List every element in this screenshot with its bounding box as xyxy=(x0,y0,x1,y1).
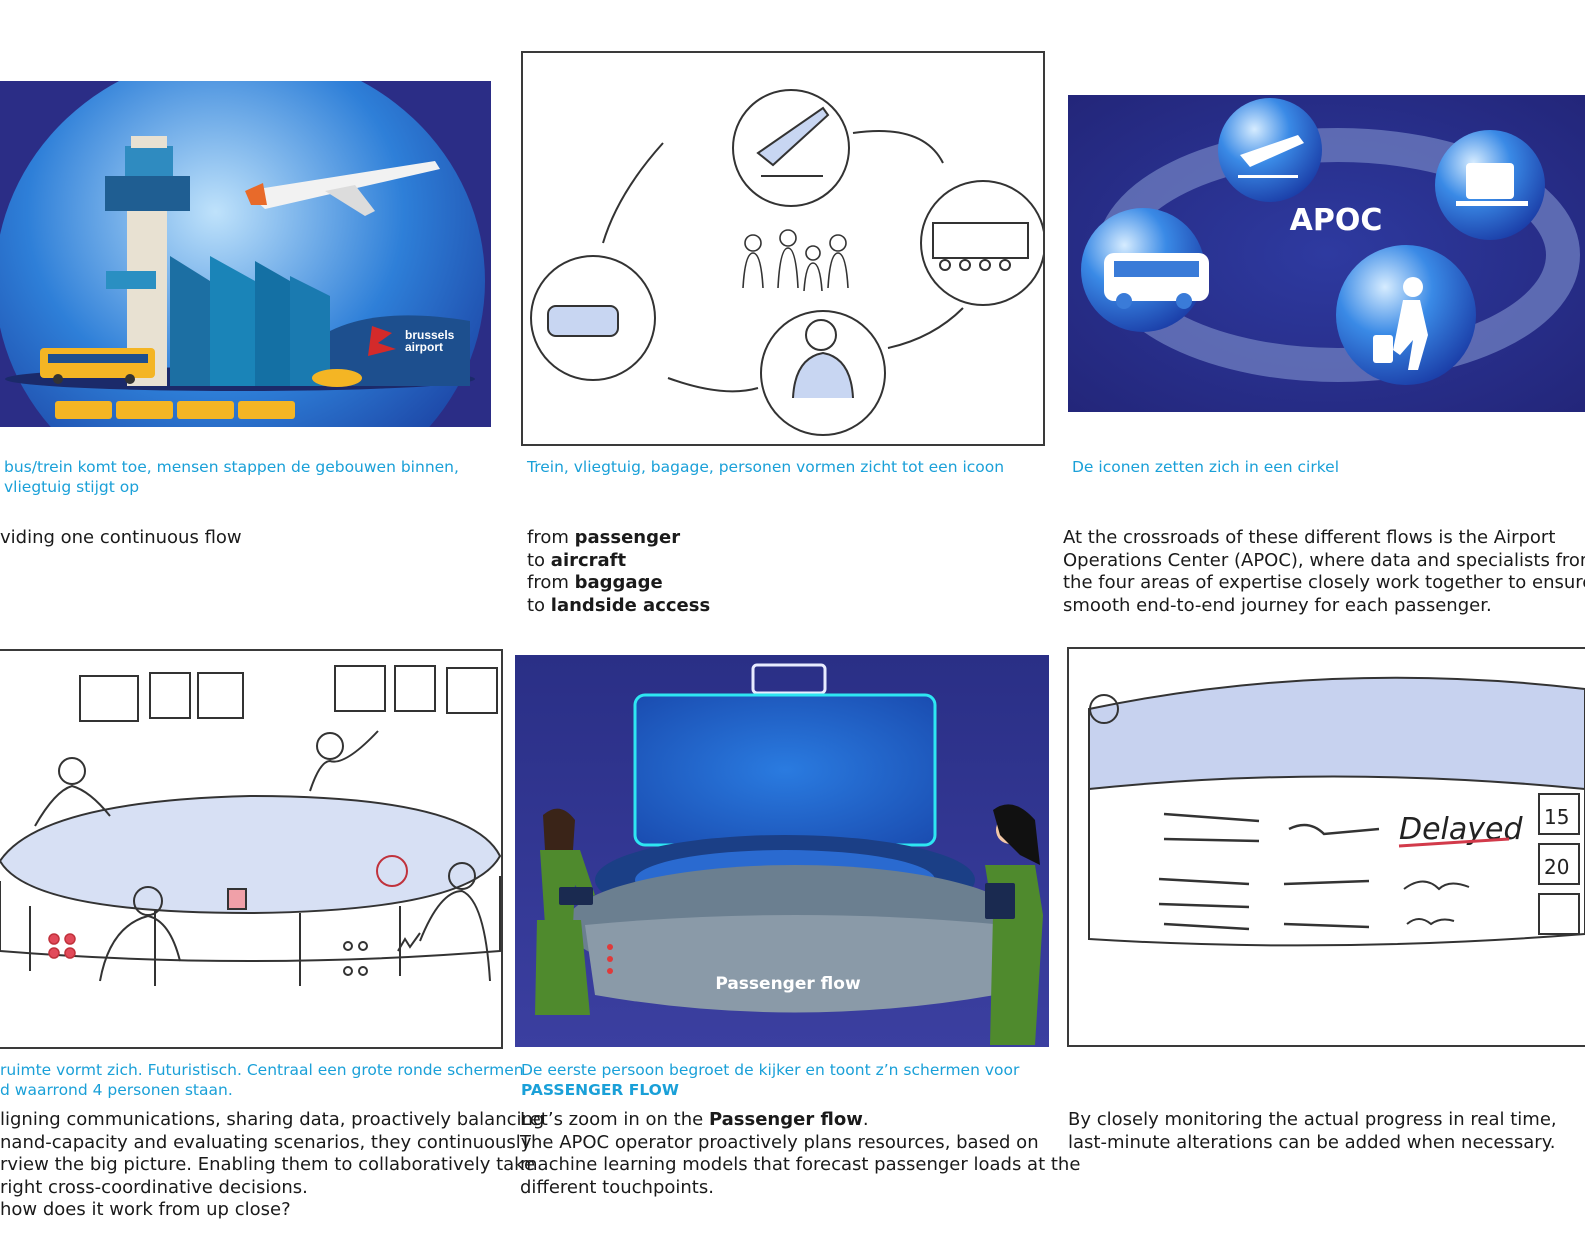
text-panel-4: ligning communications, sharing data, pr… xyxy=(0,1109,545,1220)
panel-3-apoc-ring: APOC xyxy=(1068,95,1585,412)
brussels-airport-logo-icon xyxy=(368,326,396,356)
text-panel-3: At the crossroads of these different flo… xyxy=(1063,527,1585,616)
panel-6-screen-closeup-sketch: Delayed 15 20 xyxy=(1067,647,1585,1047)
sketch-number-20: 20 xyxy=(1544,855,1569,879)
logo-text-line-1: brussels xyxy=(405,328,455,342)
train-icon xyxy=(55,401,295,419)
operator-right xyxy=(985,804,1043,1045)
logo-text-line-2: airport xyxy=(405,340,443,354)
console-label: Passenger flow xyxy=(715,974,861,994)
sketch-number-15: 15 xyxy=(1544,805,1569,829)
passenger-walking-icon xyxy=(1373,277,1428,370)
plane-icon xyxy=(1240,135,1304,167)
caption-panel-5: De eerste persoon begroet de kijker en t… xyxy=(521,1061,1020,1099)
caption-panel-2: Trein, vliegtuig, bagage, personen vorme… xyxy=(527,458,1005,476)
text-panel-5: Let’s zoom in on the Passenger flow. The… xyxy=(520,1109,1081,1198)
operator-left xyxy=(535,808,595,1015)
luggage-icon xyxy=(1466,163,1514,199)
big-screen xyxy=(633,693,937,847)
text-panel-6: By closely monitoring the actual progres… xyxy=(1068,1109,1557,1153)
caption-panel-3: De iconen zetten zich in een cirkel xyxy=(1072,458,1339,476)
taxi-icon xyxy=(312,369,362,387)
panel-4-room-sketch xyxy=(0,649,503,1049)
caption-panel-4: ruimte vormt zich. Futuristisch. Centraa… xyxy=(0,1061,524,1099)
apoc-label: APOC xyxy=(1290,203,1383,238)
text-panel-1: viding one continuous flow xyxy=(0,527,242,548)
text-panel-2: from passenger to aircraft from baggage … xyxy=(527,527,711,616)
panel-5-passenger-flow-scene: Passenger flow xyxy=(515,655,1049,1047)
caption-panel-1: bus/trein komt toe, mensen stappen de ge… xyxy=(4,458,459,496)
panel-2-icon-sketch xyxy=(521,51,1045,446)
panel-1-airport-illustration: brussels airport xyxy=(0,81,491,427)
